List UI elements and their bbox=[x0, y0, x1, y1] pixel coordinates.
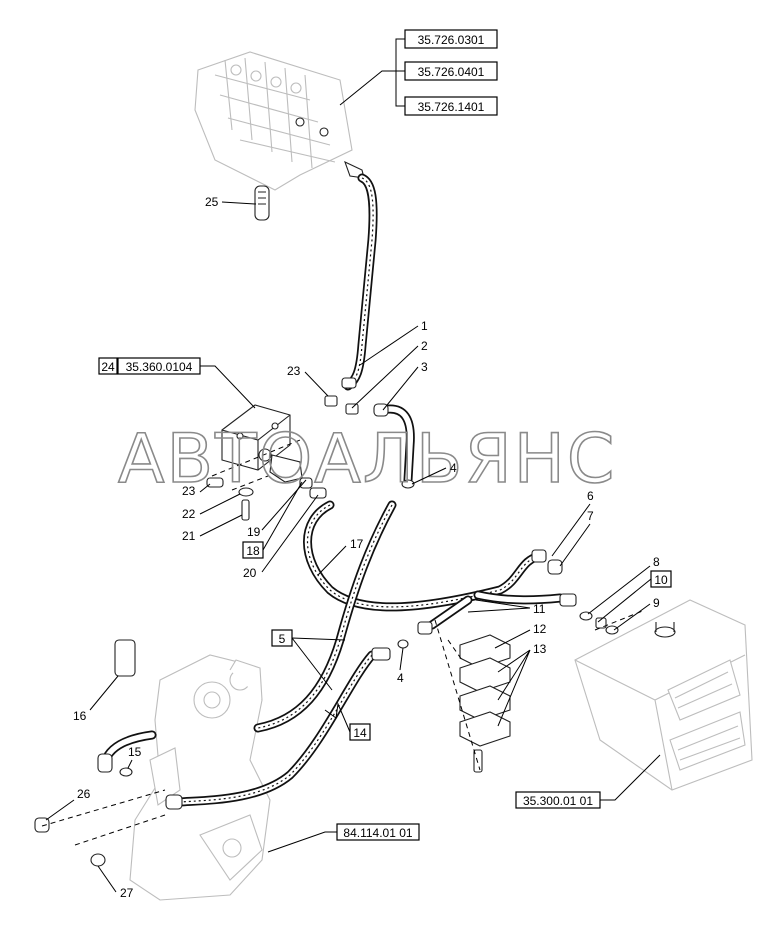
ref-valve-top-3[interactable]: 35.726.1401 bbox=[404, 96, 498, 116]
callout-box-10[interactable]: 10 bbox=[650, 570, 672, 588]
callout-16: 16 bbox=[73, 709, 87, 723]
callout-box-5[interactable]: 5 bbox=[271, 629, 293, 647]
callout-box-14[interactable]: 14 bbox=[349, 723, 371, 741]
callout-20: 20 bbox=[243, 566, 257, 580]
callout-8: 8 bbox=[653, 555, 660, 569]
callout-6: 6 bbox=[587, 489, 594, 503]
ref-block[interactable]: 24 35.360.0104 bbox=[98, 357, 201, 375]
callout-13: 13 bbox=[533, 642, 547, 656]
callout-22: 22 bbox=[182, 507, 196, 521]
callout-4-top: 4 bbox=[450, 461, 457, 475]
hose-1 bbox=[343, 173, 378, 391]
fittings bbox=[34, 185, 619, 867]
callout-19: 19 bbox=[247, 525, 261, 539]
ref-block-item-label: 24 bbox=[101, 360, 115, 374]
callout-7: 7 bbox=[587, 509, 594, 523]
callout-box-18[interactable]: 18 bbox=[242, 541, 264, 559]
callout-23-left: 23 bbox=[182, 484, 196, 498]
ref-valve-top-3-label: 35.726.1401 bbox=[418, 100, 485, 114]
callout-21: 21 bbox=[182, 529, 196, 543]
callout-2: 2 bbox=[421, 339, 428, 353]
callout-1: 1 bbox=[421, 319, 428, 333]
loader-frame bbox=[129, 654, 271, 901]
callout-9: 9 bbox=[653, 596, 660, 610]
callout-box-5-label: 5 bbox=[279, 632, 286, 646]
ref-valve-top-2-label: 35.726.0401 bbox=[418, 65, 485, 79]
callout-4-bottom: 4 bbox=[397, 671, 404, 685]
watermark: АВТОАЛЬЯНС bbox=[118, 420, 616, 499]
ref-valve-top-2[interactable]: 35.726.0401 bbox=[404, 61, 498, 81]
ref-tank[interactable]: 35.300.01 01 bbox=[515, 791, 601, 809]
callout-labels: 1 2 3 4 4 6 7 8 9 11 12 13 15 16 17 19 2… bbox=[45, 195, 660, 900]
callout-box-14-label: 14 bbox=[353, 726, 367, 740]
callout-3: 3 bbox=[421, 360, 428, 374]
callout-17: 17 bbox=[350, 537, 364, 551]
callout-25: 25 bbox=[205, 195, 219, 209]
ref-block-label: 35.360.0104 bbox=[126, 360, 193, 374]
clamp-blocks bbox=[459, 634, 511, 773]
ref-valve-top-1-label: 35.726.0301 bbox=[418, 33, 485, 47]
hose-14 bbox=[175, 650, 377, 807]
hose-11 bbox=[427, 590, 565, 630]
hose-3 bbox=[377, 404, 415, 485]
manifold-block bbox=[221, 404, 303, 483]
alignment-lines bbox=[41, 439, 646, 846]
callout-23-top: 23 bbox=[287, 364, 301, 378]
hose-5 bbox=[253, 500, 397, 733]
callout-26: 26 bbox=[77, 787, 91, 801]
callout-15: 15 bbox=[128, 745, 142, 759]
callout-box-18-label: 18 bbox=[246, 544, 260, 558]
ref-valve-top-1[interactable]: 35.726.0301 bbox=[404, 29, 498, 49]
hose-17 bbox=[303, 500, 545, 612]
callout-box-10-label: 10 bbox=[654, 573, 668, 587]
fuel-tank bbox=[574, 599, 753, 791]
ref-tank-label: 35.300.01 01 bbox=[523, 794, 593, 808]
callout-11: 11 bbox=[533, 602, 546, 616]
control-valve-bank bbox=[194, 51, 365, 191]
ref-frame[interactable]: 84.114.01 01 bbox=[336, 823, 420, 841]
ref-frame-label: 84.114.01 01 bbox=[343, 826, 413, 840]
callout-27: 27 bbox=[120, 886, 134, 900]
callout-12: 12 bbox=[533, 622, 547, 636]
